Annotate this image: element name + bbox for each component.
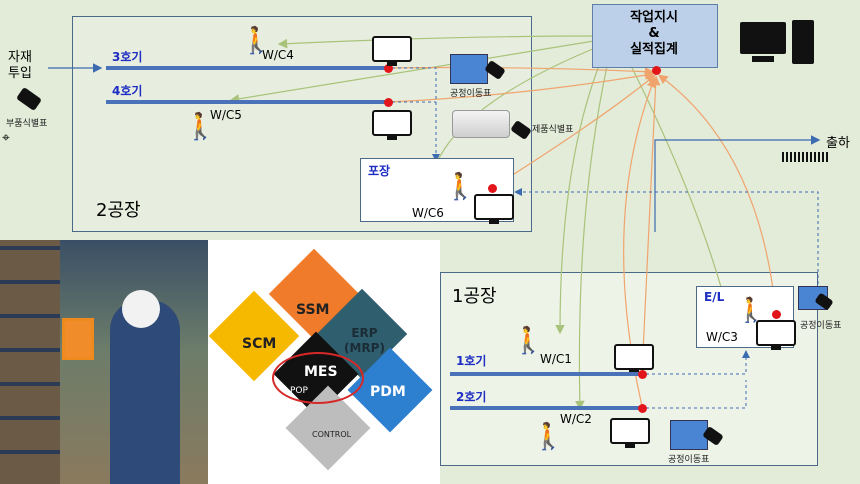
work-order-node xyxy=(592,4,718,68)
line-1-bar xyxy=(450,372,640,376)
material-input-label: 자재 투입 xyxy=(8,50,32,81)
computer-icon xyxy=(740,22,786,54)
line-4-dot xyxy=(384,98,393,107)
person-icon: 🚶 xyxy=(240,26,273,56)
barcode-icon xyxy=(782,152,828,162)
packing-dot xyxy=(488,184,497,193)
worker-head xyxy=(122,290,160,328)
wc4-label: W/C4 xyxy=(262,48,294,62)
line-2-label: 2호기 xyxy=(456,390,487,404)
line-1-label: 1호기 xyxy=(456,354,487,368)
factory-photo xyxy=(0,240,208,484)
ssm-label: SSM xyxy=(296,302,330,318)
line-2-dot xyxy=(638,404,647,413)
wc6-label: W/C6 xyxy=(412,206,444,220)
person-icon: 🚶 xyxy=(532,422,565,452)
move-tag-label: 공정이동표 xyxy=(450,89,492,99)
erp-label: ERP (MRP) xyxy=(344,326,385,355)
monitor-icon xyxy=(372,110,412,140)
move-tag-icon xyxy=(670,420,708,450)
center-dot xyxy=(652,66,661,75)
line-4-bar xyxy=(106,100,388,104)
el-dot xyxy=(772,310,781,319)
move-tag-label: 공정이동표 xyxy=(668,455,710,465)
wc3-label: W/C3 xyxy=(706,330,738,344)
work-order-title: 작업지시 & 실적집계 xyxy=(630,10,678,57)
wc2-label: W/C2 xyxy=(560,412,592,426)
person-icon: 🚶 xyxy=(736,296,766,324)
product-tag-label: 제품식별표 xyxy=(532,125,574,135)
wc1-label: W/C1 xyxy=(540,352,572,366)
packing-label: 포장 xyxy=(368,164,391,178)
line-3-dot xyxy=(384,64,393,73)
computer-tower xyxy=(792,20,814,64)
line-3-bar xyxy=(106,66,388,70)
kiosk-screen xyxy=(62,318,94,360)
cursor-icon: ⌖ xyxy=(2,130,10,146)
move-tag-label-el: 공정이동표 xyxy=(800,321,842,331)
shipping-label: 출하 xyxy=(826,136,850,151)
monitor-icon xyxy=(474,194,514,224)
line-4-label: 4호기 xyxy=(112,84,143,98)
person-icon: 🚶 xyxy=(444,172,477,202)
computer-stand xyxy=(752,56,774,62)
part-tag-label: 부품식별표 xyxy=(6,119,48,129)
mes-highlight-ellipse xyxy=(272,352,364,404)
product-image xyxy=(452,110,510,138)
line-2-bar xyxy=(450,406,640,410)
move-tag-icon xyxy=(450,54,488,84)
scm-label: SCM xyxy=(242,336,277,352)
line-1-dot xyxy=(638,370,647,379)
worker-figure xyxy=(110,300,180,484)
wc5-label: W/C5 xyxy=(210,108,242,122)
pdm-label: PDM xyxy=(370,384,406,400)
monitor-icon xyxy=(372,36,412,66)
monitor-icon xyxy=(756,320,796,350)
monitor-icon xyxy=(610,418,650,448)
plant1-title: 1공장 xyxy=(452,286,497,307)
line-3-label: 3호기 xyxy=(112,50,143,64)
monitor-icon xyxy=(614,344,654,374)
el-label: E/L xyxy=(704,290,725,304)
control-label: CONTROL xyxy=(312,430,352,439)
shelf-rack xyxy=(0,240,60,484)
person-icon: 🚶 xyxy=(512,326,545,356)
plant2-title: 2공장 xyxy=(96,200,141,221)
person-icon: 🚶 xyxy=(184,112,217,142)
